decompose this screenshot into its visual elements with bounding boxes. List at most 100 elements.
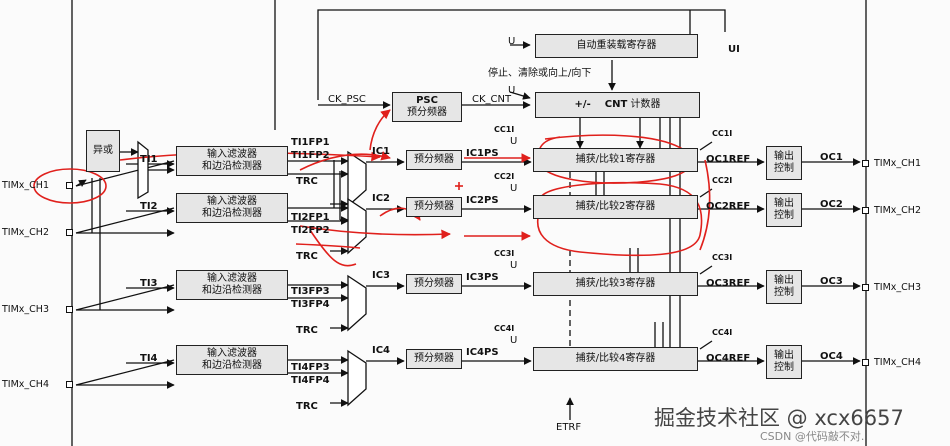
fp-label-3: TI2FP1 [291,212,330,223]
filter-line2: 和边沿检测器 [202,161,262,172]
ic-label-4: IC4 [372,345,391,356]
filter-line1: 输入滤波器 [207,196,257,207]
prescaler-4: 预分频器 [406,349,462,369]
u-label-arr: U [508,36,516,47]
filter-edge-detector-1: 输入滤波器和边沿检测器 [176,146,288,176]
output-line2: 控制 [774,362,794,373]
capture-compare-register-1: 捕获/比较1寄存器 [533,148,698,172]
input-pin-ch4[interactable] [66,381,73,388]
filter-edge-detector-3: 输入滤波器和边沿检测器 [176,270,288,300]
u-label-ch2: U [510,183,518,194]
ui-label: UI [728,44,740,55]
cci-label-4: CC4I [494,324,515,333]
stop-clear-label: 停止、清除或向上/向下 [488,68,592,79]
ic-label-1: IC1 [372,146,391,157]
output-control-1: 输出控制 [766,146,802,180]
ocref-label-4: OC4REF [706,353,751,364]
trc-label-1: TRC [296,176,318,187]
trc-label-4: TRC [296,401,318,412]
capture-compare-register-3: 捕获/比较3寄存器 [533,272,698,296]
filter-line2: 和边沿检测器 [202,285,262,296]
u-label-cnt: U [508,85,516,96]
fp-label-4: TI2FP2 [291,225,330,236]
filter-line1: 输入滤波器 [207,348,257,359]
output-control-2: 输出控制 [766,193,802,227]
fp-label-2: TI1FP2 [291,150,330,161]
ocref-label-2: OC2REF [706,201,751,212]
auto-reload-register: 自动重装载寄存器 [535,34,698,58]
fp-label-7: TI4FP3 [291,362,330,373]
input-label-ch1: TIMx_CH1 [2,180,49,191]
watermark-main: 掘金技术社区 @ xcx6657 [654,406,904,430]
oc-label-2: OC2 [820,199,843,210]
input-pin-ch2[interactable] [66,229,73,236]
fp-label-6: TI3FP4 [291,299,330,310]
prescaler-1: 预分频器 [406,150,462,170]
u-label-ch3: U [510,260,518,271]
input-label-ch4: TIMx_CH4 [2,379,49,390]
output-line2: 控制 [774,287,794,298]
ck-psc-label: CK_PSC [328,94,366,105]
filter-edge-detector-4: 输入滤波器和边沿检测器 [176,345,288,375]
ti-label-3: TI3 [140,278,158,289]
filter-line1: 输入滤波器 [207,149,257,160]
etrf-label: ETRF [556,422,582,433]
trc-label-2: TRC [296,251,318,262]
cci-label-2: CC2I [494,172,515,181]
output-label-ch1: TIMx_CH1 [874,158,921,169]
output-line1: 输出 [774,151,794,162]
cnt-counter: +/- CNT 计数器 [535,92,700,118]
oc-label-3: OC3 [820,276,843,287]
cci-out-label-4: CC4I [712,328,733,337]
u-label-ch1: U [510,136,518,147]
oc-label-4: OC4 [820,351,843,362]
fp-label-5: TI3FP3 [291,286,330,297]
ck-cnt-label: CK_CNT [472,94,512,105]
cci-label-1: CC1I [494,125,515,134]
output-line1: 输出 [774,275,794,286]
output-line2: 控制 [774,210,794,221]
output-pin-ch3[interactable] [862,284,869,291]
output-line2: 控制 [774,163,794,174]
trc-label-3: TRC [296,325,318,336]
icps-label-4: IC4PS [466,347,499,358]
input-label-ch2: TIMx_CH2 [2,227,49,238]
output-pin-ch2[interactable] [862,207,869,214]
prescaler-2: 预分频器 [406,197,462,217]
output-line1: 输出 [774,350,794,361]
icps-label-1: IC1PS [466,148,499,159]
ic-label-3: IC3 [372,270,391,281]
output-pin-ch1[interactable] [862,160,869,167]
input-label-ch3: TIMx_CH3 [2,304,49,315]
output-line1: 输出 [774,198,794,209]
filter-edge-detector-2: 输入滤波器和边沿检测器 [176,193,288,223]
fp-label-8: TI4FP4 [291,375,330,386]
fp-label-1: TI1FP1 [291,137,330,148]
cci-out-label-1: CC1I [712,129,733,138]
ocref-label-1: OC1REF [706,154,751,165]
icps-label-3: IC3PS [466,272,499,283]
ic-label-2: IC2 [372,193,391,204]
output-control-3: 输出控制 [766,270,802,304]
output-control-4: 输出控制 [766,345,802,379]
output-pin-ch4[interactable] [862,359,869,366]
ti-label-2: TI2 [140,201,158,212]
cci-label-3: CC3I [494,249,515,258]
output-label-ch3: TIMx_CH3 [874,282,921,293]
red-annotations [33,109,711,267]
output-label-ch2: TIMx_CH2 [874,205,921,216]
input-pin-ch1[interactable] [66,182,73,189]
cci-out-label-2: CC2I [712,176,733,185]
ti-label-4: TI4 [140,353,158,364]
input-pin-ch3[interactable] [66,306,73,313]
capture-compare-register-2: 捕获/比较2寄存器 [533,195,698,219]
xor-block: 异或 [86,130,120,172]
oc-label-1: OC1 [820,152,843,163]
cci-out-label-3: CC3I [712,253,733,262]
prescaler-3: 预分频器 [406,274,462,294]
filter-line2: 和边沿检测器 [202,208,262,219]
watermark-sub: CSDN @代码敲不对. [760,430,865,443]
ti-label-1: TI1 [140,154,158,165]
